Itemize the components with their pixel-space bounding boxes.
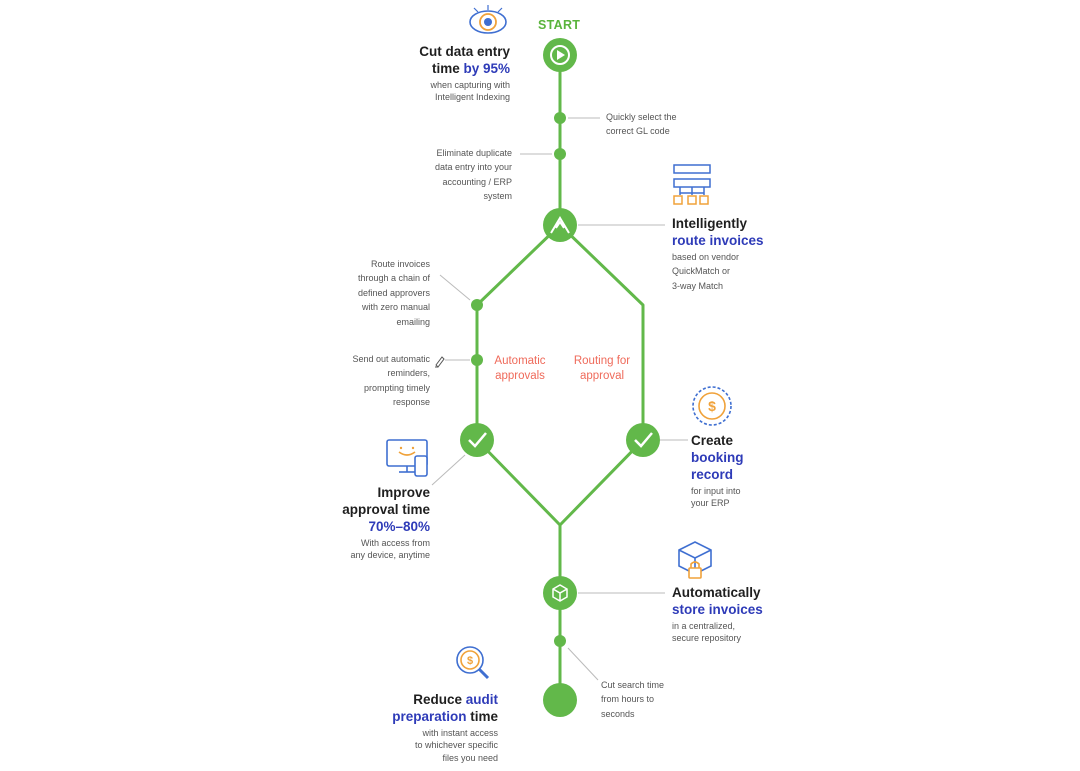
data-entry-heading-2b: by 95% <box>463 60 510 76</box>
end-node <box>543 683 577 717</box>
node-chain <box>471 299 483 311</box>
data-entry-desc-1: when capturing with <box>430 79 510 90</box>
step-store: Automatically store invoices in a centra… <box>672 585 763 644</box>
check-icon <box>468 432 487 448</box>
step-approval: Improve approval time 70%–80% With acces… <box>342 485 430 561</box>
eye-icon <box>469 5 507 34</box>
node-reminders <box>471 354 483 366</box>
step-data-entry: Cut data entry time by 95% when capturin… <box>330 44 510 105</box>
box-lock-icon <box>678 541 712 579</box>
path-label-automatic: Automatic approvals <box>494 355 546 382</box>
svg-text:$: $ <box>708 398 716 414</box>
start-node <box>543 38 577 72</box>
node-gl-code <box>554 112 566 124</box>
check-icon <box>634 432 653 448</box>
step-booking: Create booking record for input into you… <box>691 433 744 509</box>
coin-icon: $ <box>692 386 732 426</box>
node-search <box>554 635 566 647</box>
store-node <box>543 576 577 610</box>
flow-lines <box>475 53 645 702</box>
data-entry-heading-2a: time <box>431 60 464 76</box>
pen-icon <box>435 356 445 368</box>
note-search: Cut search time from hours to seconds <box>601 680 665 719</box>
step-route: Intelligently route invoices based on ve… <box>672 216 812 293</box>
note-chain: Route invoices through a chain of define… <box>357 259 430 327</box>
data-entry-desc-2: Intelligent Indexing <box>434 92 510 103</box>
right-check-node <box>626 423 660 457</box>
data-entry-heading-1: Cut data entry <box>419 44 510 59</box>
split-arrows-icon <box>550 216 570 234</box>
note-reminders: Send out automatic reminders, prompting … <box>352 354 430 408</box>
svg-text:$: $ <box>467 655 473 667</box>
left-check-node <box>460 423 494 457</box>
note-gl-code: Quickly select the correct GL code <box>606 112 677 137</box>
devices-icon <box>386 439 428 477</box>
step-audit: Reduce audit preparation time with insta… <box>392 692 498 763</box>
left-branch-line <box>475 223 562 527</box>
route-node <box>543 208 577 242</box>
right-branch-line <box>558 223 645 527</box>
route-heading-1: Intelligently <box>672 216 748 231</box>
magnifier-dollar-icon: $ <box>456 646 490 680</box>
start-label: START <box>538 18 581 32</box>
note-duplicate: Eliminate duplicate data entry into your… <box>434 148 512 202</box>
path-label-routing: Routing for approval <box>573 355 631 382</box>
box-icon <box>552 584 568 602</box>
route-heading-2: route invoices <box>672 232 764 248</box>
org-chart-icon <box>673 164 711 205</box>
node-duplicate <box>554 148 566 160</box>
play-icon <box>557 50 565 60</box>
connector-lines <box>431 117 688 681</box>
